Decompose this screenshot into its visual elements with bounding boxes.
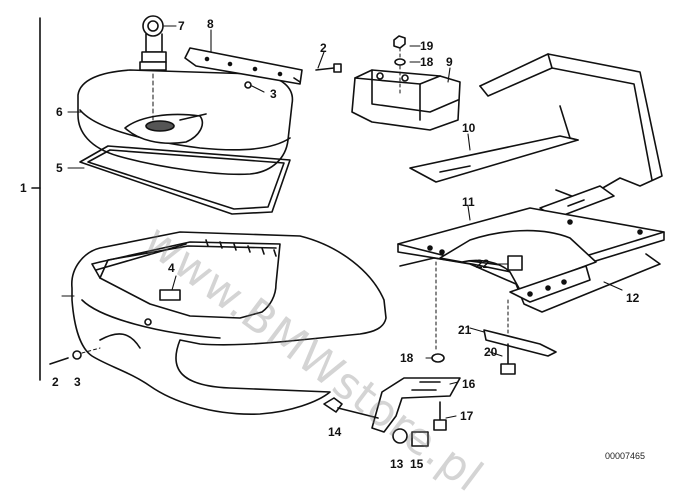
document-id: 00007465 <box>605 451 646 461</box>
parts-diagram <box>31 15 665 447</box>
callout-8: 8 <box>207 17 214 31</box>
callout-19: 19 <box>420 39 434 53</box>
callout-3-top: 3 <box>270 87 277 101</box>
callout-21: 21 <box>458 323 472 337</box>
spacer-block <box>351 35 461 131</box>
callout-17: 17 <box>460 409 474 423</box>
nut-15 <box>411 431 429 447</box>
callout-7: 7 <box>178 19 185 33</box>
callout-18-bottom: 18 <box>400 351 414 365</box>
group-bracket-line <box>31 17 41 381</box>
callout-9: 9 <box>446 55 453 69</box>
base-plate <box>397 207 665 351</box>
side-screw <box>49 347 101 365</box>
callout-14: 14 <box>328 425 342 439</box>
bolt-14 <box>323 397 379 419</box>
hinge-strip <box>184 47 303 85</box>
callout-2-top: 2 <box>320 41 327 55</box>
callout-6: 6 <box>56 105 63 119</box>
callout-11: 11 <box>462 195 475 209</box>
callout-13: 13 <box>390 457 404 471</box>
callout-1: 1 <box>20 181 27 195</box>
hinge-screw <box>244 63 342 89</box>
callout-5: 5 <box>56 161 63 175</box>
callout-3-bottom: 3 <box>74 375 81 389</box>
callout-22: 22 <box>476 257 490 271</box>
callout-20: 20 <box>484 345 498 359</box>
carrier-frame <box>409 53 663 219</box>
topcase-lid <box>77 69 294 176</box>
callout-10: 10 <box>462 121 476 135</box>
bolt-20 <box>500 343 516 375</box>
lid-gasket <box>79 145 291 215</box>
washer-18 <box>431 353 445 363</box>
callout-2-bottom: 2 <box>52 375 59 389</box>
callout-15: 15 <box>410 457 424 471</box>
callout-4: 4 <box>168 261 175 275</box>
washer-13 <box>392 428 408 444</box>
angle-bracket <box>371 377 461 433</box>
topcase-body <box>71 231 387 415</box>
small-plate <box>483 329 557 357</box>
bolt-17 <box>433 401 447 431</box>
leader-lines <box>61 25 623 419</box>
callout-16: 16 <box>462 377 476 391</box>
callout-18-top: 18 <box>420 55 434 69</box>
callout-12: 12 <box>626 291 640 305</box>
lock-cylinder <box>139 15 167 121</box>
